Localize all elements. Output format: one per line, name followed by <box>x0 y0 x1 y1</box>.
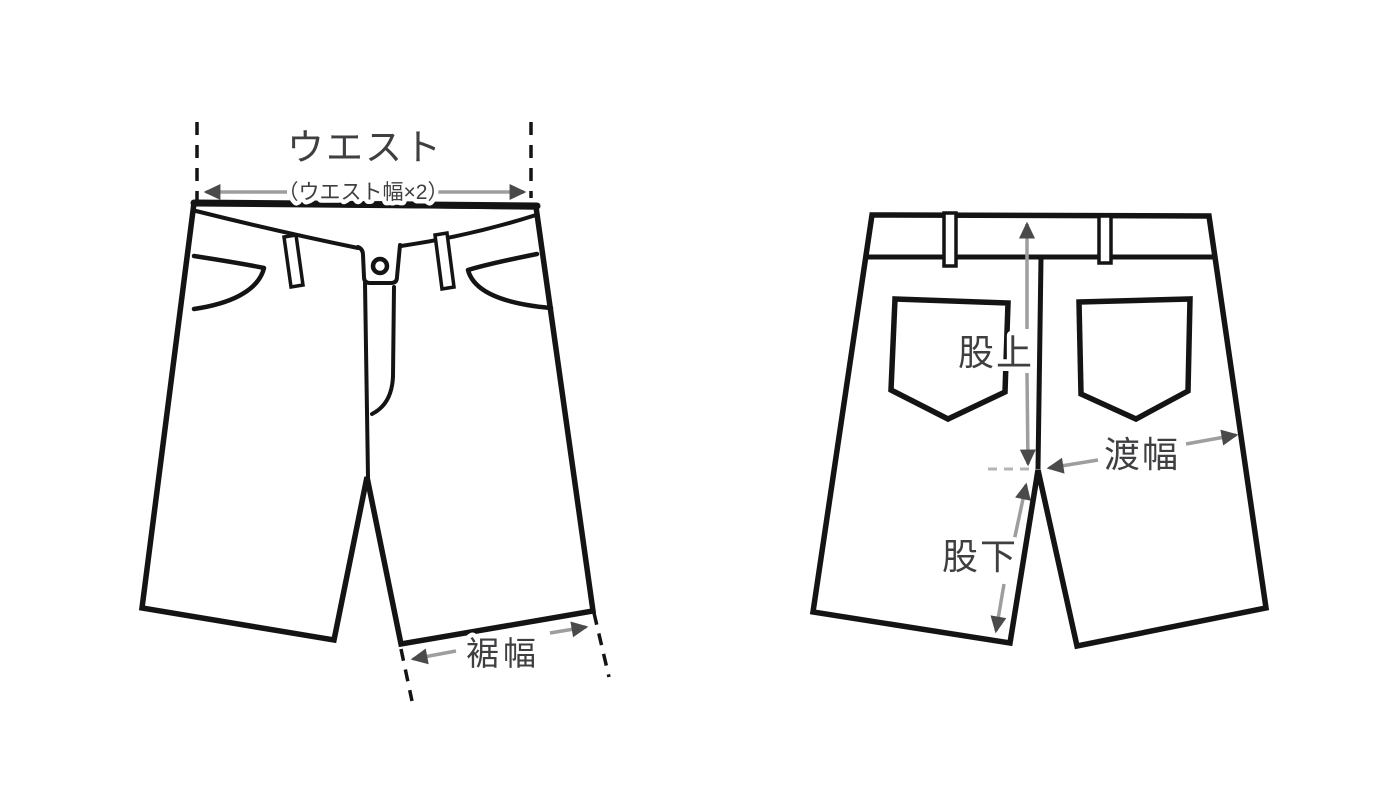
front-left-pocket <box>191 253 267 312</box>
front-belt-loop-left <box>282 232 305 290</box>
inseam-arrow-top-segment <box>1012 482 1031 542</box>
back-right-pocket <box>1076 296 1193 423</box>
waist-button <box>370 256 390 276</box>
front-waistband-right-edge <box>399 213 538 248</box>
hem-arrow-right-segment <box>549 621 589 638</box>
rise-dimension: 股上 <box>953 221 1037 471</box>
rise-label: 股上 <box>958 332 1034 373</box>
waist-label: ウエスト <box>287 127 443 168</box>
back-view-illustration <box>809 211 1270 650</box>
front-waist-top-edge <box>190 199 541 210</box>
front-waistband-left-edge <box>194 209 360 250</box>
hem-width-dimension: 裾幅 <box>399 612 611 702</box>
front-right-pocket <box>465 251 554 311</box>
inseam-label: 股下 <box>942 536 1018 577</box>
back-belt-loop-left <box>942 211 958 268</box>
waist-dimension: ウエスト （ウエスト幅×2） <box>195 122 533 209</box>
back-left-pocket <box>888 296 1011 423</box>
thigh-arrow-left-segment <box>1046 457 1099 474</box>
front-belt-loop-right <box>433 230 456 292</box>
rise-arrow-bottom-segment <box>1019 372 1036 467</box>
hem-extension-line-left <box>399 648 414 702</box>
back-center-seam <box>1035 257 1044 470</box>
thigh-arrow-right-segment <box>1185 429 1239 446</box>
thigh-width-label: 渡幅 <box>1104 434 1180 475</box>
inseam-dimension: 股下 <box>937 482 1031 634</box>
inseam-arrow-bottom-segment <box>990 583 1007 634</box>
hem-width-label: 裾幅 <box>466 635 540 672</box>
waist-sublabel: （ウエスト幅×2） <box>278 181 449 204</box>
back-belt-loop-right <box>1097 214 1113 265</box>
thigh-width-dimension: 渡幅 <box>1046 429 1239 480</box>
hem-extension-line-right <box>592 612 611 678</box>
hem-arrow-left-segment <box>410 648 457 665</box>
front-view-illustration <box>138 199 597 648</box>
front-fly-stitch <box>370 285 396 416</box>
front-fly-seam <box>363 281 370 479</box>
